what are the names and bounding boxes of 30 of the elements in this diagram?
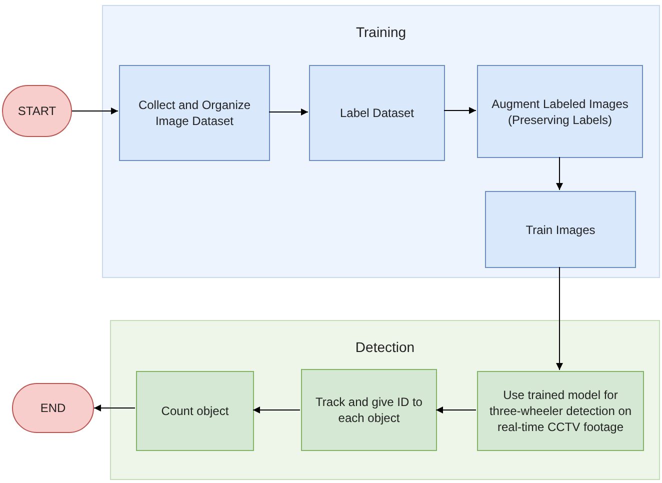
terminal-pill [12,383,94,433]
group-title: Training [356,23,406,42]
node-text: Train Images [526,222,596,238]
process-box [309,65,445,161]
node-text: Augment Labeled Images (Preserving Labels) [490,96,630,128]
node-text: END [40,400,66,416]
arrow [252,406,300,414]
arrow [556,266,563,370]
arrow [268,108,308,116]
node-text: Collect and Organize Image Dataset [137,97,252,129]
group-panel [110,320,660,480]
process-box [119,65,270,161]
process-box [136,371,254,451]
node-text: Count object [161,403,229,419]
process-box [477,65,643,158]
process-box [485,191,636,268]
node-text: Use trained model for three-wheeler detection on real-time CCTV footage [488,387,633,435]
process-box [477,371,644,451]
node-text: Track and give ID to each object [314,394,424,426]
node-text: START [18,103,56,119]
process-box [301,369,437,451]
group-panel [102,5,660,278]
group-title: Detection [355,338,415,357]
arrow [94,404,136,412]
arrow [72,108,118,114]
terminal-pill [2,85,72,137]
arrow [444,107,476,114]
arrow [436,406,476,414]
node-text: Label Dataset [340,105,414,121]
arrow [556,156,563,190]
